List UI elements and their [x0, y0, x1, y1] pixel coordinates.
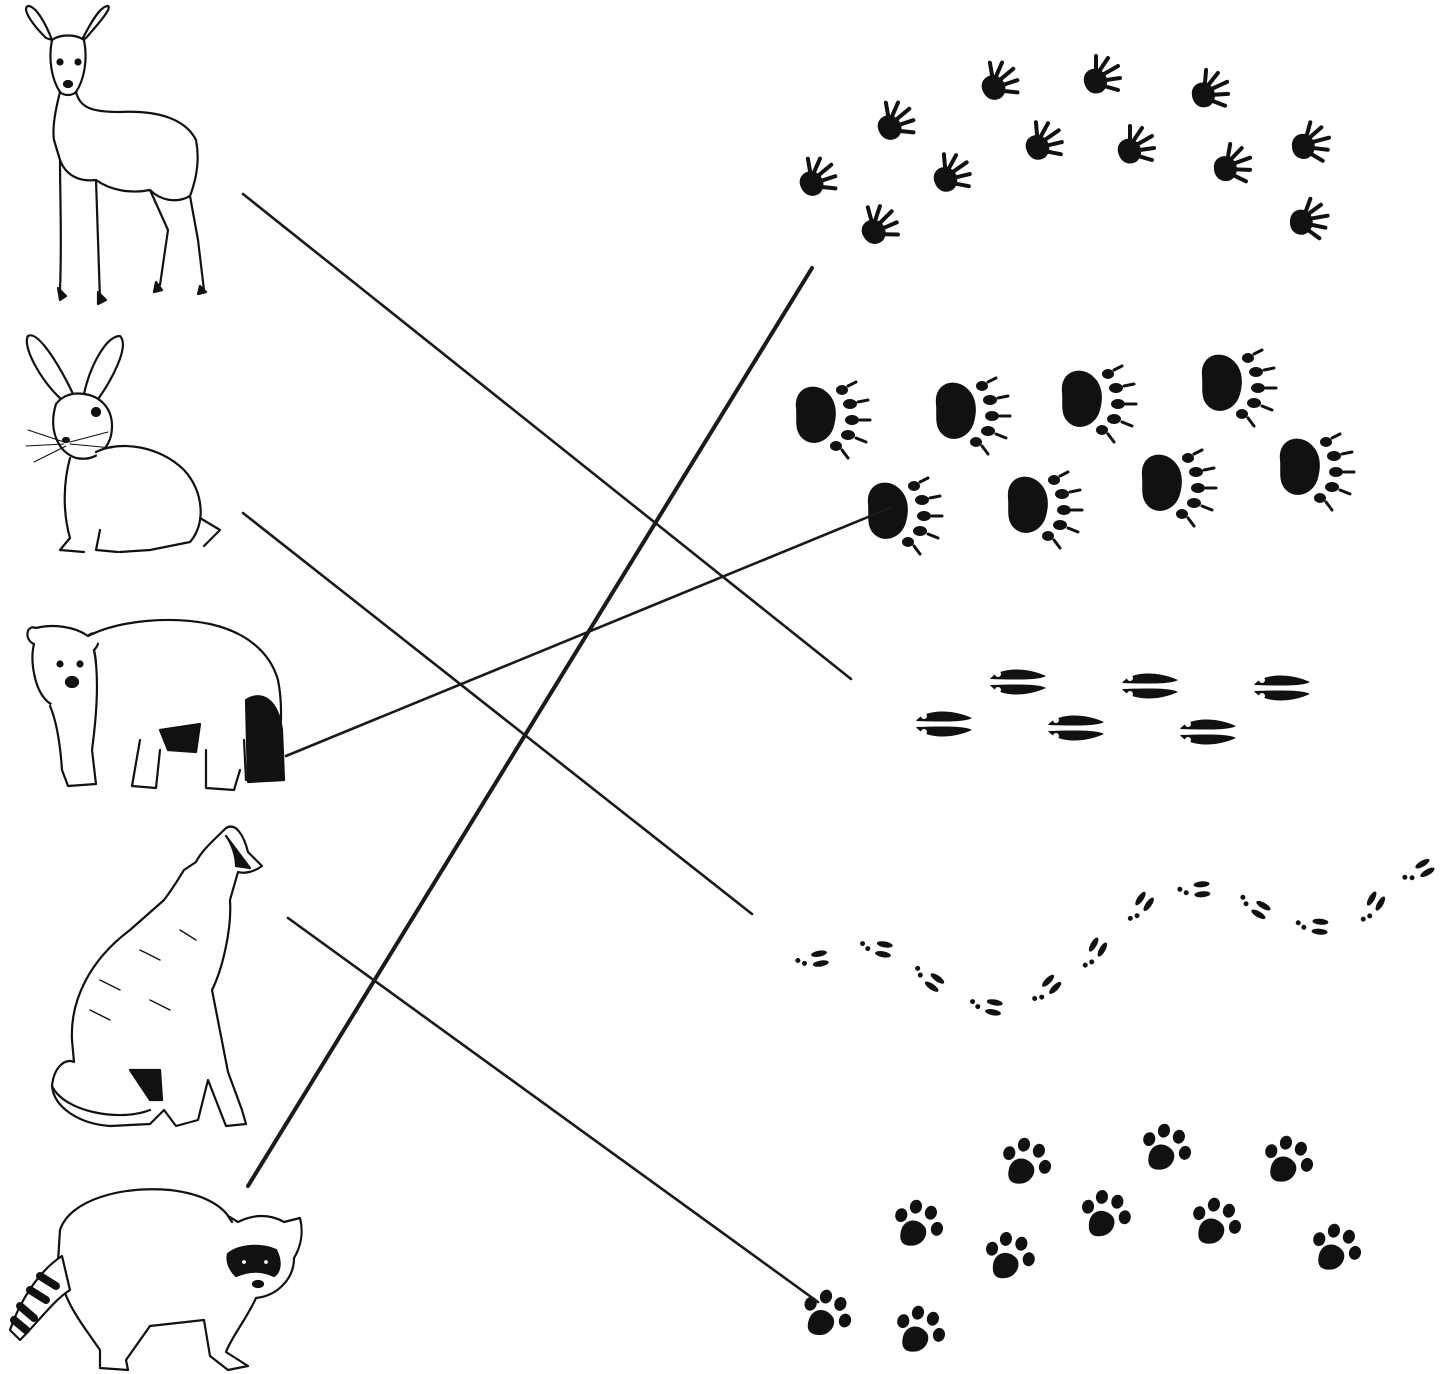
hoof-track-icon — [916, 669, 1310, 745]
raccoon-icon — [8, 1188, 303, 1372]
match-lines — [241, 192, 892, 1304]
match-line-wolf — [286, 916, 820, 1304]
rabbit-icon — [25, 334, 222, 554]
bear-icon — [26, 618, 286, 792]
wolf-icon — [50, 825, 264, 1128]
large-paw-track-icon — [794, 348, 1356, 556]
small-hop-track-icon — [794, 857, 1436, 1017]
hand-shaped-track-icon — [793, 54, 1336, 249]
match-line-deer — [241, 192, 853, 681]
deer-icon — [24, 4, 208, 306]
match-line-raccoon — [246, 266, 814, 1188]
canine-paw-track-icon — [795, 1119, 1367, 1360]
match-line-rabbit — [241, 511, 754, 916]
